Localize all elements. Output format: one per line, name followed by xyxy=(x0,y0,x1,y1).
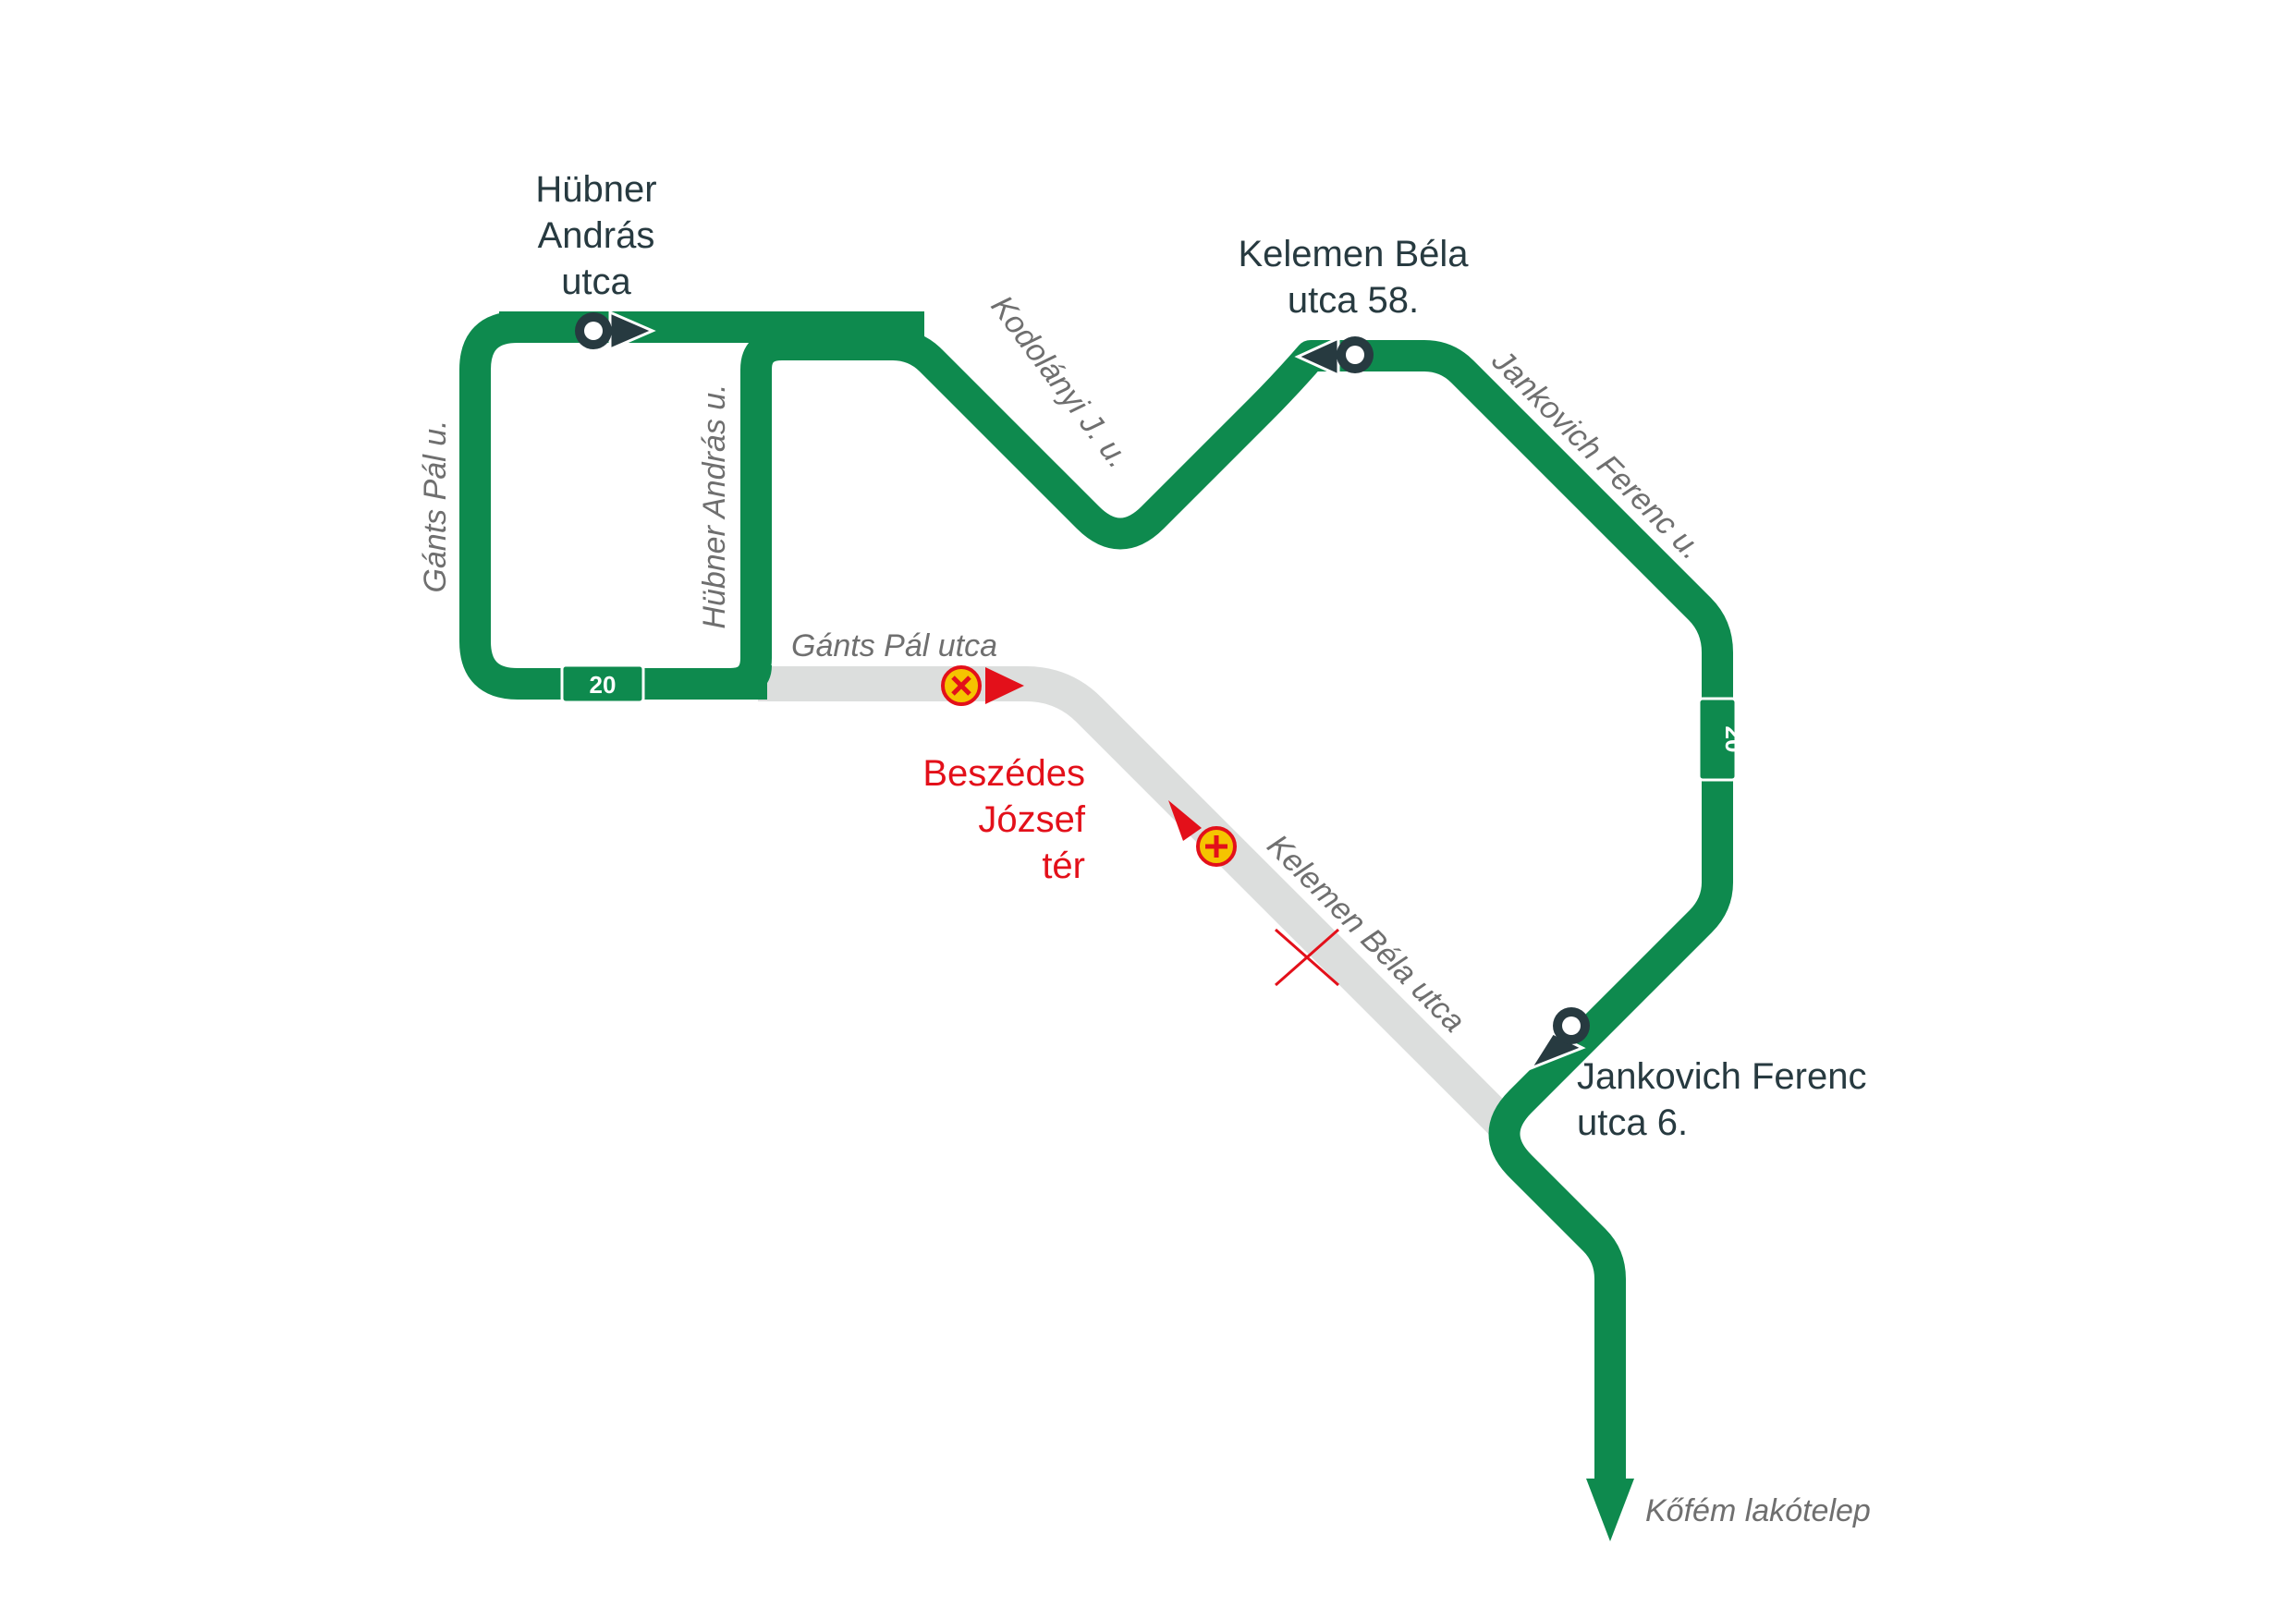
destination-label: Kőfém lakótelep xyxy=(1645,1493,1871,1528)
route-line xyxy=(459,311,1733,1486)
street-label-gants-pal-closed: Gánts Pál utca xyxy=(791,628,997,663)
route-badge-bottom: 20 xyxy=(560,663,645,704)
route-badge-right: 20 xyxy=(1697,697,1748,782)
svg-text:András: András xyxy=(538,215,655,256)
stop-label-hubner: Hübner András utca xyxy=(535,169,656,302)
street-label-jankovich: Jankovich Ferenc u. xyxy=(1484,343,1709,567)
bus-stop-marker-icon[interactable] xyxy=(1294,335,1374,378)
temporary-stop-icon[interactable] xyxy=(1196,826,1237,867)
closed-stop-label: Beszédes József tér xyxy=(922,753,1086,886)
stop-label-jankovich: Jankovich Ferenc utca 6. xyxy=(1577,1056,1866,1143)
svg-text:Hübner: Hübner xyxy=(535,169,656,210)
street-label-hubner-andras: Hübner András u. xyxy=(697,383,732,628)
cancelled-stop-direction-arrow-icon xyxy=(985,667,1024,704)
svg-text:utca 6.: utca 6. xyxy=(1577,1102,1688,1143)
svg-text:József: József xyxy=(978,799,1085,840)
cancelled-stop-icon[interactable] xyxy=(941,665,982,706)
direction-arrow-icon xyxy=(1586,1479,1634,1541)
bus-stop-marker-icon[interactable] xyxy=(1527,1007,1590,1072)
temporary-stop-direction-arrow-icon xyxy=(1168,800,1202,841)
svg-text:Beszédes: Beszédes xyxy=(922,753,1085,794)
svg-text:Jankovich Ferenc: Jankovich Ferenc xyxy=(1577,1056,1866,1097)
svg-text:Kelemen Béla: Kelemen Béla xyxy=(1238,234,1469,274)
bus-stop-marker-icon[interactable] xyxy=(575,310,656,352)
street-label-gants-pal: Gánts Pál u. xyxy=(418,420,453,592)
svg-text:utca 58.: utca 58. xyxy=(1288,280,1419,321)
closed-route-segment xyxy=(758,666,1525,1146)
stop-label-kelemen: Kelemen Béla utca 58. xyxy=(1238,234,1469,321)
route-badge-label: 20 xyxy=(590,671,617,699)
svg-text:utca: utca xyxy=(561,262,631,302)
svg-text:tér: tér xyxy=(1042,846,1085,886)
road-closed-cross-icon xyxy=(1275,928,1339,987)
route-line-loop-closure xyxy=(729,663,772,700)
route-badge-label: 20 xyxy=(1720,726,1748,753)
